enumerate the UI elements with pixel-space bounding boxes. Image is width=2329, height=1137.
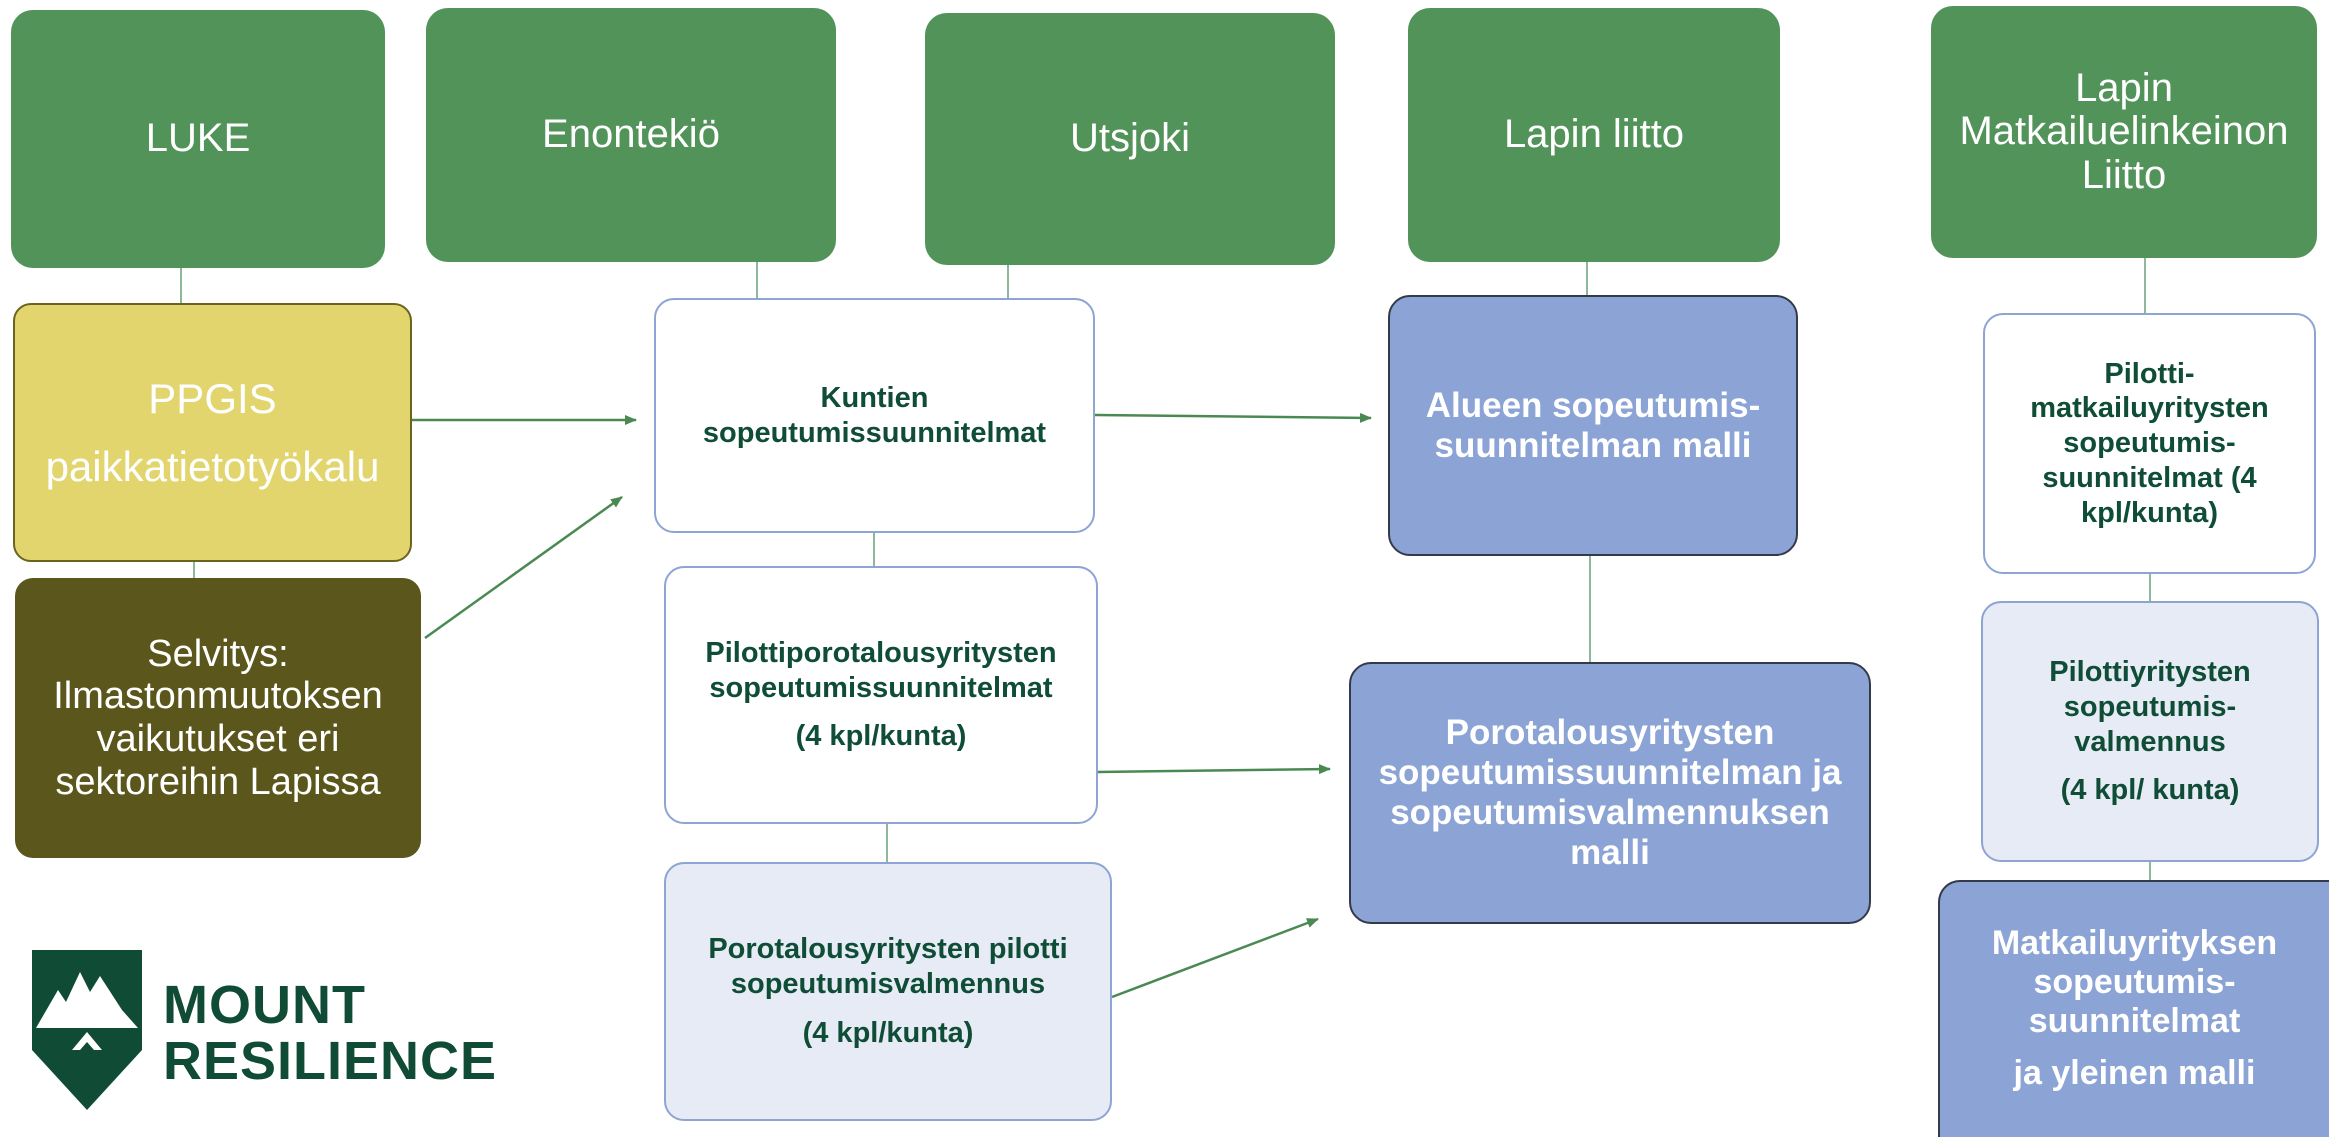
mountain-shield-icon — [32, 950, 142, 1110]
pilotti-valmennus-line1: Pilottiyritysten — [2049, 655, 2251, 688]
matkailu-malli-line2: sopeutumis- — [2033, 962, 2236, 1001]
selvitys-node: Selvitys: Ilmastonmuutoksen vaikutukset … — [15, 578, 421, 858]
arrow-selvitys-kuntien — [424, 495, 623, 640]
luke-node: LUKE — [11, 10, 385, 268]
pilotti-poro-count: (4 kpl/kunta) — [795, 720, 967, 753]
poro-valmennus-label-line2: sopeutumisvalmennus — [730, 968, 1046, 1001]
selvitys-label-line4: sektoreihin Lapissa — [55, 760, 381, 803]
pilotti-poro-node: Pilottiporotalousyritysten sopeutumissuu… — [664, 566, 1098, 824]
alueen-malli-node: Alueen sopeutumis- suunnitelman malli — [1388, 295, 1798, 556]
logo-line1: MOUNT — [163, 975, 366, 1035]
pilotti-matkailu-line5: kpl/kunta) — [2081, 496, 2218, 529]
kuntien-node: Kuntien sopeutumissuunnitelmat — [654, 298, 1095, 533]
matkailu-label-line1: Lapin — [2075, 66, 2173, 111]
porotalous-label-line3: sopeutumisvalmennuksen — [1390, 793, 1830, 832]
enontekio-node: Enontekiö — [426, 8, 836, 262]
selvitys-label-line3: vaikutukset eri — [96, 718, 340, 760]
pilotti-valmennus-node: Pilottiyritysten sopeutumis- valmennus (… — [1981, 601, 2319, 862]
pilotti-matkailu-line4: suunnitelmat (4 — [2042, 461, 2257, 494]
utsjoki-label: Utsjoki — [1069, 116, 1191, 161]
pilotti-matkailu-node: Pilotti- matkailuyritysten sopeutumis- s… — [1983, 313, 2316, 574]
lapin-liitto-node: Lapin liitto — [1408, 8, 1780, 262]
arrow-kuntien-alueen — [1094, 412, 1372, 423]
matkailu-malli-line1: Matkailuyrityksen — [1991, 924, 2278, 962]
ppgis-node: PPGIS paikkatietotyökalu — [13, 303, 412, 562]
utsjoki-node: Utsjoki — [925, 13, 1335, 265]
logo-text: MOUNT RESILIENCE — [163, 978, 497, 1088]
alueen-label-line1: Alueen sopeutumis- — [1425, 385, 1761, 425]
pilotti-valmennus-count: (4 kpl/ kunta) — [2060, 774, 2240, 807]
matkailu-malli-extra: ja yleinen malli — [2013, 1054, 2256, 1093]
porotalous-label-line1: Porotalousyritysten — [1445, 713, 1775, 753]
porotalous-label-line4: malli — [1570, 832, 1650, 872]
pilotti-valmennus-line3: valmennus — [2074, 725, 2226, 758]
matkailu-malli-line3: suunnitelmat — [2028, 1001, 2241, 1040]
matkailu-liitto-node: Lapin Matkailuelinkeinon Liitto — [1931, 6, 2317, 258]
kuntien-label-line1: Kuntien — [820, 381, 929, 414]
pilotti-matkailu-line1: Pilotti- — [2104, 357, 2195, 390]
ppgis-label-line2: paikkatietotyökalu — [45, 442, 380, 490]
matkailu-label-line2: Matkailuelinkeinon — [1959, 109, 2289, 154]
ppgis-label-line1: PPGIS — [148, 375, 277, 423]
selvitys-label-line2: Ilmastonmuutoksen — [53, 675, 383, 718]
matkailu-malli-node: Matkailuyrityksen sopeutumis- suunnitelm… — [1938, 880, 2329, 1137]
porotalous-malli-node: Porotalousyritysten sopeutumissuunnitelm… — [1349, 662, 1871, 924]
poro-valmennus-count: (4 kpl/kunta) — [802, 1016, 974, 1049]
kuntien-label-line2: sopeutumissuunnitelmat — [702, 416, 1047, 449]
poro-valmennus-node: Porotalousyritysten pilotti sopeutumisva… — [664, 862, 1112, 1121]
pilotti-poro-label-line2: sopeutumissuunnitelmat — [709, 671, 1053, 704]
pilotti-valmennus-line2: sopeutumis- — [2063, 690, 2237, 723]
arrow-valmennus-porotalous — [1111, 917, 1319, 999]
logo-line2: RESILIENCE — [163, 1031, 498, 1091]
pilotti-poro-label-line1: Pilottiporotalousyritysten — [705, 636, 1057, 669]
pilotti-matkailu-line2: matkailuyritysten — [2030, 392, 2269, 425]
luke-label: LUKE — [145, 116, 251, 161]
matkailu-label-line3: Liitto — [2081, 152, 2167, 197]
pilotti-matkailu-line3: sopeutumis- — [2063, 427, 2236, 460]
selvitys-label-line1: Selvitys: — [147, 632, 289, 675]
enontekio-label: Enontekiö — [542, 112, 720, 157]
porotalous-label-line2: sopeutumissuunnitelman ja — [1378, 753, 1842, 793]
alueen-label-line2: suunnitelman malli — [1434, 425, 1752, 465]
arrow-pilotti-porotalous — [1097, 764, 1331, 775]
lapin-liitto-label: Lapin liitto — [1503, 112, 1685, 157]
poro-valmennus-label-line1: Porotalousyritysten pilotti — [708, 933, 1068, 966]
